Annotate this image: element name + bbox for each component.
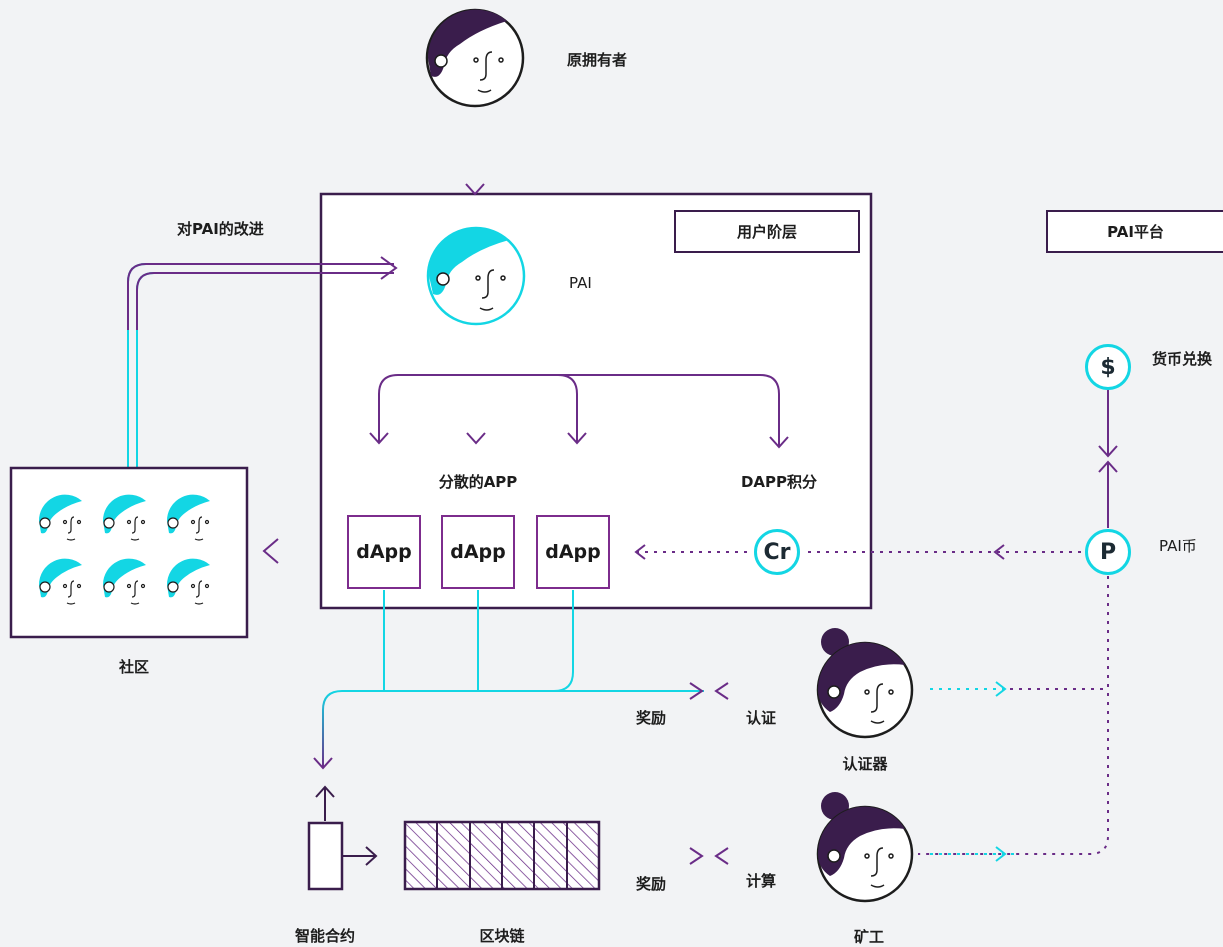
improvements-label: 对PAI的改进	[177, 220, 264, 238]
dapp-box-1: dApp	[347, 515, 421, 589]
reward-label-2: 奖励	[636, 875, 667, 893]
pai-coin-icon: P	[1085, 529, 1131, 575]
community-faces	[38, 494, 219, 611]
dapp-community-arrowhead	[262, 538, 279, 564]
feedback-arrowhead	[380, 256, 398, 280]
original-owner-label: 原拥有者	[567, 51, 628, 69]
certify-label: 认证	[746, 709, 777, 727]
dapp-label-2: dApp	[450, 541, 506, 563]
dapp-label-1: dApp	[356, 541, 412, 563]
dapp-box-2: dApp	[441, 515, 515, 589]
owner-arrowhead	[465, 183, 485, 196]
credit-coin-text: Cr	[763, 539, 791, 565]
user-layer-label: 用户阶层	[736, 223, 797, 241]
coin-exchange-up-arrow	[1098, 460, 1118, 473]
miner-avatar	[816, 792, 914, 903]
branch-arrow-1	[369, 432, 389, 445]
decentralized-apps-label: 分散的APP	[438, 473, 518, 491]
certifier-label: 认证器	[842, 755, 888, 773]
dollar-coin-text: $	[1100, 354, 1116, 380]
smart-contract-up-arrow	[315, 785, 335, 798]
dapp-label-3: dApp	[545, 541, 601, 563]
community-box	[9, 466, 249, 639]
reward-bus-arrow-right	[689, 682, 704, 700]
pai-label: PAI	[569, 274, 592, 292]
compute-label: 计算	[746, 872, 777, 890]
smart-contract-block	[307, 821, 344, 891]
dotted-arrow-1	[993, 544, 1005, 560]
original-owner-avatar	[425, 8, 525, 108]
dotted-certifier-arrow	[995, 681, 1007, 697]
dapp-credits-label: DAPP积分	[740, 473, 818, 491]
pai-coin-text: P	[1099, 539, 1117, 565]
certifier-avatar	[816, 628, 914, 739]
branch-arrow-2	[466, 432, 486, 445]
dollar-coin-icon: $	[1085, 344, 1131, 390]
exchange-coin-down-arrow	[1098, 445, 1118, 458]
certify-arrowhead	[714, 682, 729, 700]
community-feedback-outer-p	[127, 263, 394, 330]
community-label: 社区	[118, 658, 150, 676]
dapp-box-3: dApp	[536, 515, 610, 589]
reward-label-1: 奖励	[636, 709, 667, 727]
smart-contract-label: 智能合约	[294, 927, 356, 945]
pai-avatar	[426, 226, 526, 326]
chain-reward-arrow	[689, 847, 704, 865]
branch-4	[558, 374, 780, 446]
dotted-miner-arrow	[995, 846, 1007, 862]
community-feedback-inner-p	[136, 272, 394, 330]
currency-exchange-label: 货币兑换	[1152, 350, 1213, 368]
dotted-arrow-2	[634, 544, 646, 560]
compute-arrowhead	[714, 847, 729, 865]
branch-arrow-4	[769, 436, 789, 449]
credit-coin-icon: Cr	[754, 529, 800, 575]
pai-platform-label-box: PAI平台	[1046, 210, 1223, 253]
branch-1	[378, 374, 476, 442]
pai-platform-label: PAI平台	[1107, 223, 1164, 241]
contract-to-chain-arrow	[365, 846, 378, 866]
blockchain-blocks	[403, 820, 601, 891]
user-layer-label-box: 用户阶层	[674, 210, 860, 253]
miner-label: 矿工	[853, 928, 885, 946]
reward-bus-arrow-down	[313, 757, 333, 770]
branch-arrow-3	[567, 432, 587, 445]
reward-bus	[322, 690, 704, 768]
pai-coin-label: PAI币	[1159, 537, 1197, 555]
dotted-p-down	[918, 576, 1109, 855]
blockchain-label: 区块链	[479, 927, 525, 945]
